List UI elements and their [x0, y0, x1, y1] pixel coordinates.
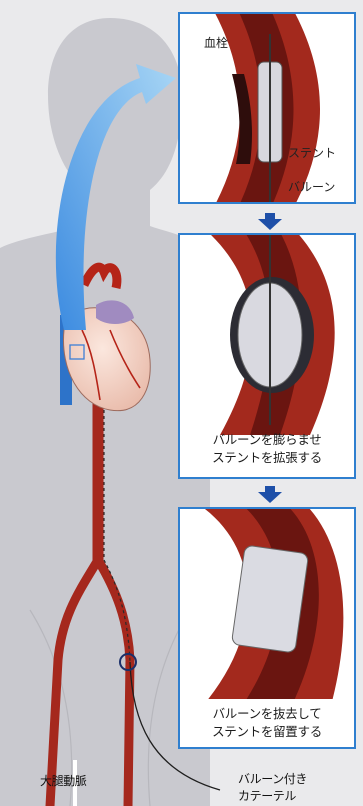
placed-stent: [231, 545, 308, 653]
thrombus-label: 血栓: [204, 36, 228, 50]
catheter-label-line2: カテーテル: [238, 787, 296, 804]
step-3-caption-line1: バルーンを抜去して: [180, 705, 354, 723]
step-arrow-2: [258, 492, 282, 503]
step-2-caption: バルーンを膨らませ ステントを拡張する: [180, 431, 354, 467]
step-1-panel: 血栓 ステント バルーン: [178, 12, 356, 204]
step-2-caption-line1: バルーンを膨らませ: [180, 431, 354, 449]
vessel-balloon-inflated: [180, 235, 356, 435]
balloon-label: バルーン: [288, 180, 335, 194]
femoral-artery-label: 大腿動脈: [40, 772, 86, 789]
step-3-caption: バルーンを抜去して ステントを留置する: [180, 705, 354, 741]
step-3-caption-line2: ステントを留置する: [180, 723, 354, 741]
vessel-stent-placed: [180, 509, 356, 699]
step-2-caption-line2: ステントを拡張する: [180, 449, 354, 467]
stent-label: ステント: [288, 146, 336, 160]
step-arrow-1: [258, 219, 282, 230]
step-2-panel: バルーンを膨らませ ステントを拡張する: [178, 233, 356, 479]
step-3-panel: バルーンを抜去して ステントを留置する: [178, 507, 356, 749]
catheter-label-line1: バルーン付き: [238, 770, 307, 787]
